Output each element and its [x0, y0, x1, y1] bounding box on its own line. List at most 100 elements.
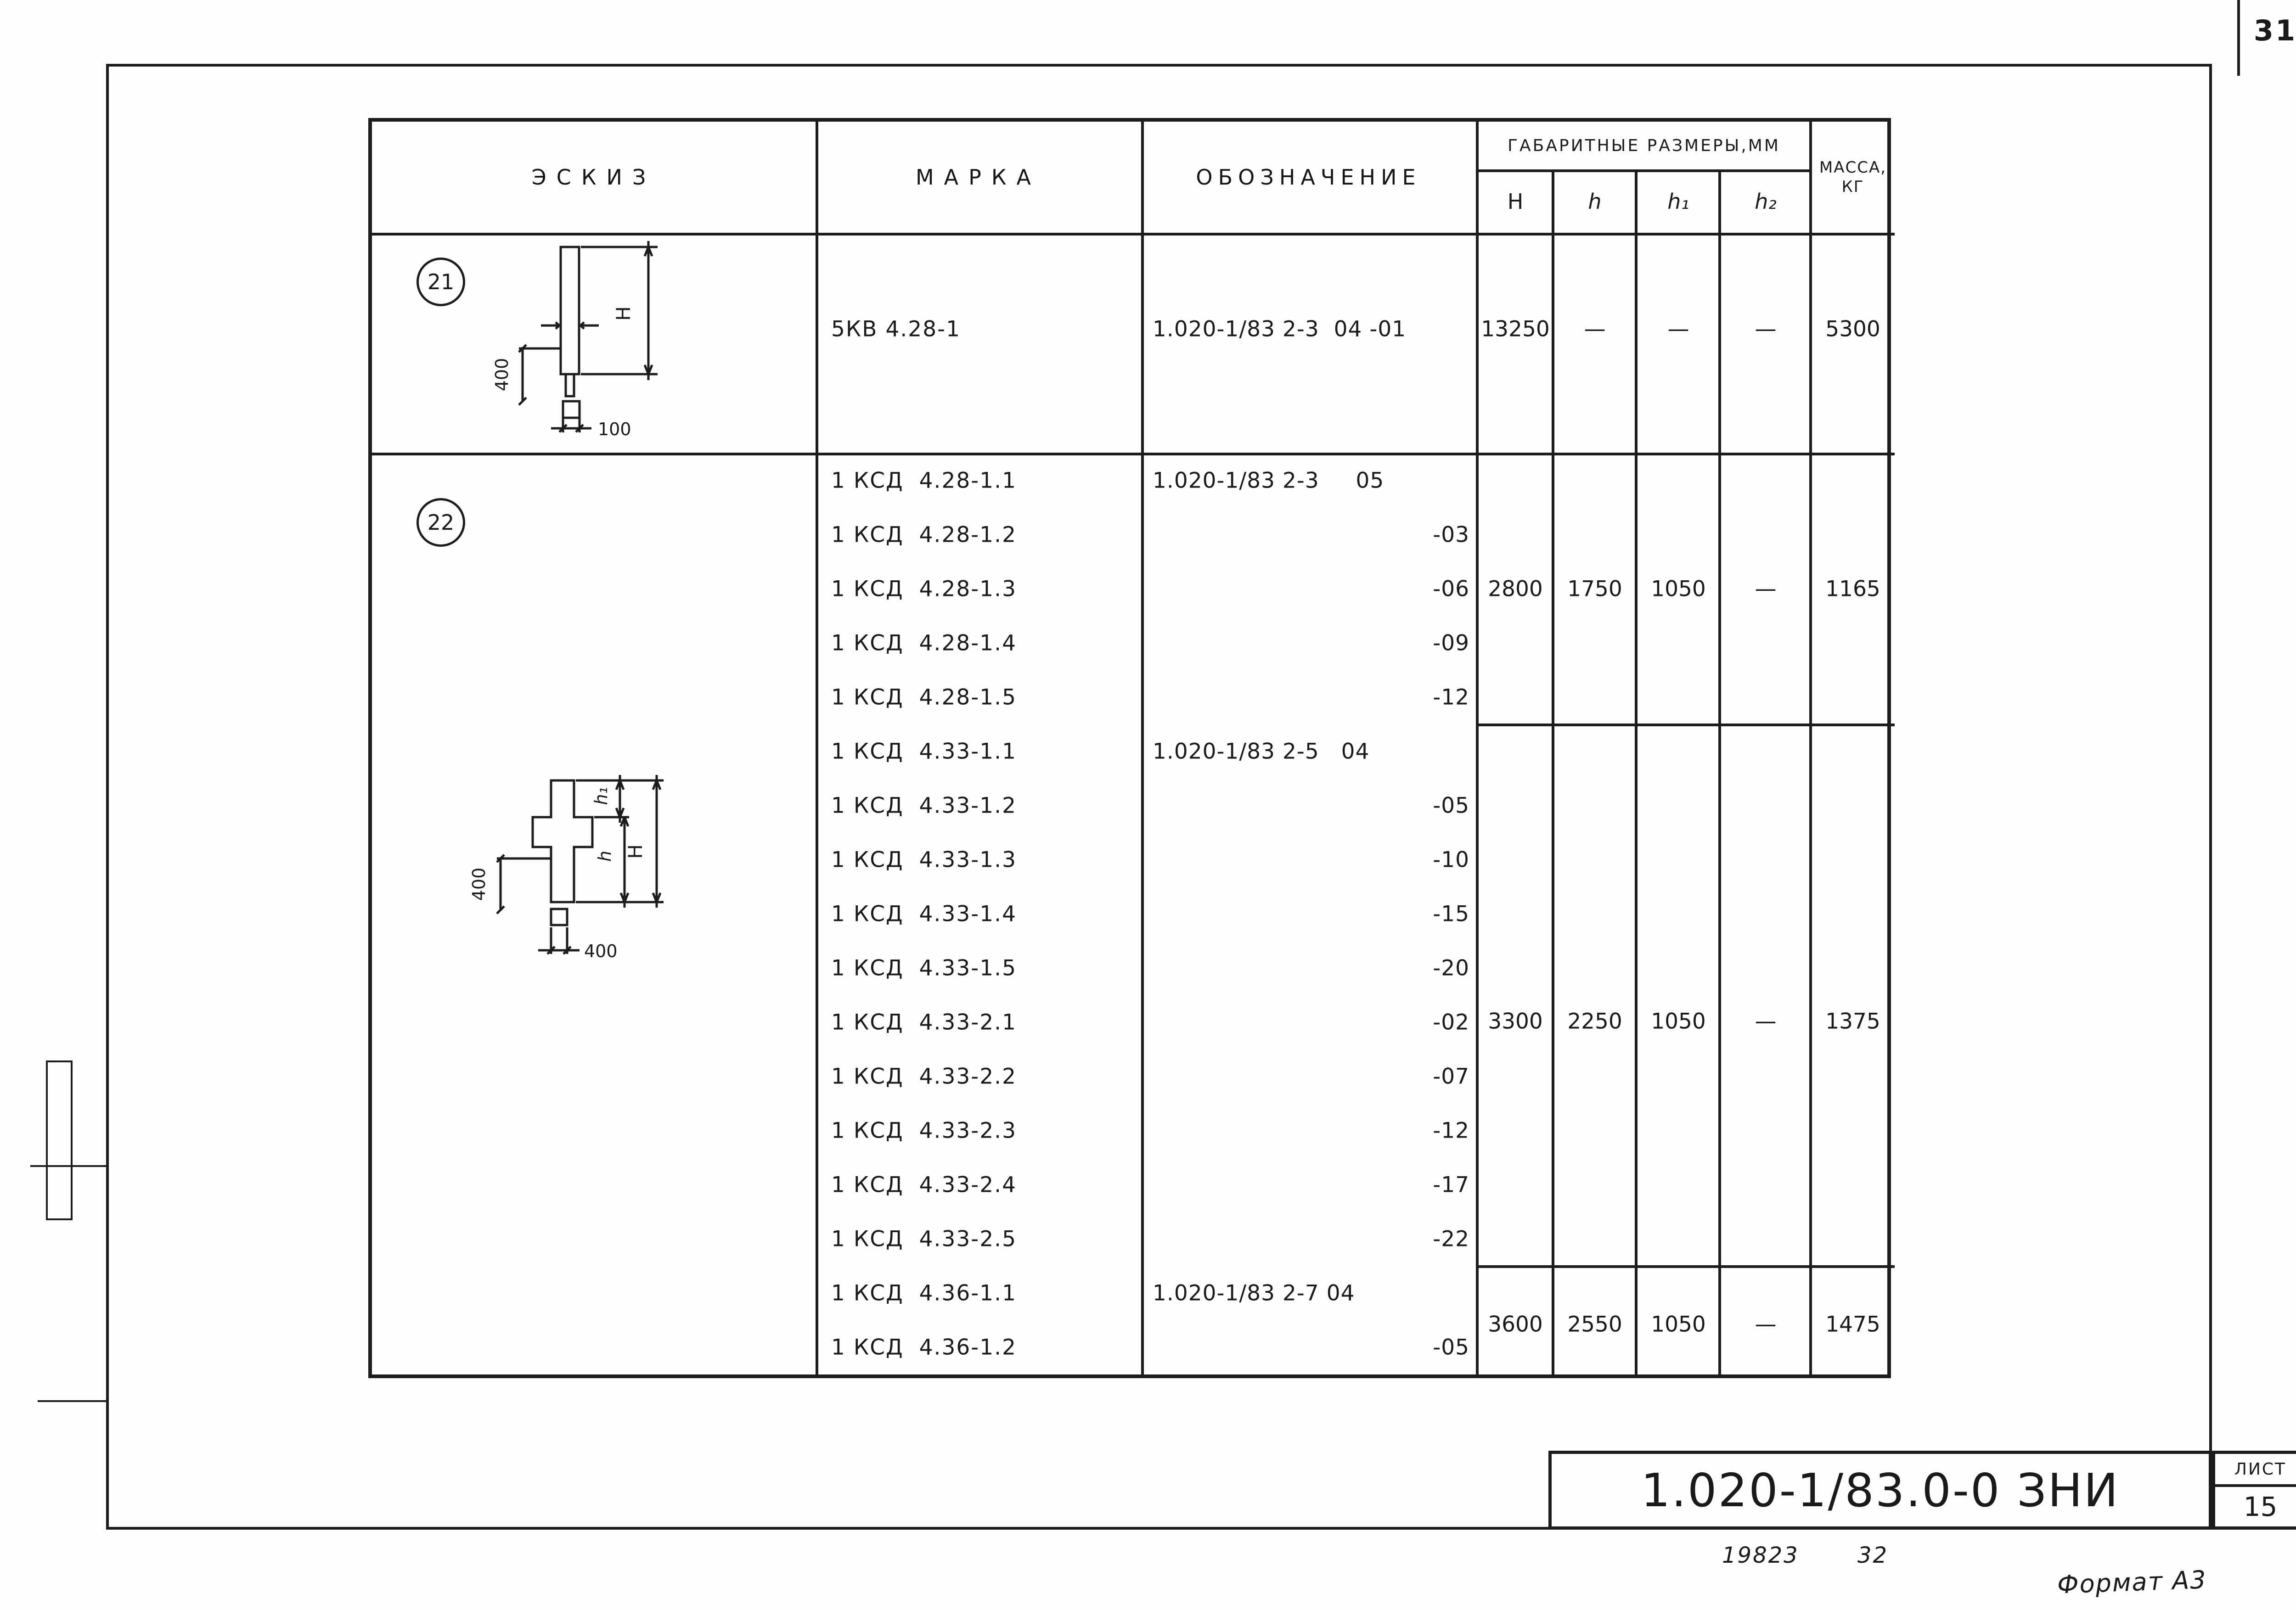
- mark-label: 1 КСД 4.33-2.2: [831, 1064, 1017, 1089]
- designation-label: -05: [1433, 793, 1469, 819]
- designation-label: -17: [1433, 1172, 1469, 1198]
- dim-h1-value: —: [1667, 316, 1689, 342]
- dim-h-value: —: [1584, 316, 1606, 342]
- table-row: 1 КСД 4.28-1.1 1.020-1/83 2-3 05: [372, 454, 1895, 508]
- dim-h1-value: 1050: [1651, 576, 1706, 602]
- sheet-number-block: ЛИСТ 15: [2212, 1451, 2296, 1530]
- dim-h2-value: —: [1755, 316, 1777, 342]
- drawing-frame: [106, 64, 2212, 1530]
- dim-label-100: 100: [598, 419, 631, 439]
- designation-label: -02: [1433, 1010, 1469, 1035]
- mark-label: 1 КСД 4.33-1.5: [831, 955, 1017, 981]
- main-table: ЭСКИЗ МАРКА ОБОЗНАЧЕНИЕ ГАБАРИТНЫЕ РАЗМЕ…: [368, 118, 1895, 1378]
- footer-number-right: 32: [1857, 1543, 1889, 1568]
- designation-label: 1.020-1/83 2-5 04: [1153, 739, 1370, 764]
- mark-label: 1 КСД 4.28-1.5: [831, 684, 1017, 710]
- table-row: 1 КСД 4.33-2.2 -07: [372, 1049, 1895, 1104]
- table-row: 1 КСД 4.33-2.1-02: [372, 995, 1895, 1049]
- title-block: 1.020-1/83.0-0 ЗНИ: [1548, 1451, 2212, 1530]
- designation-label: -15: [1433, 901, 1469, 927]
- mark-label: 1 КСД 4.36-1.1: [831, 1280, 1017, 1306]
- designation-label: -12: [1433, 684, 1469, 710]
- dim-h1-value: 1050: [1651, 1312, 1706, 1337]
- table-row: 1 КСД 4.33-2.4 -17: [372, 1158, 1895, 1212]
- dim-h2-value: —: [1755, 576, 1777, 602]
- header-dimensions-group: ГАБАРИТНЫЕ РАЗМЕРЫ,ММ: [1508, 136, 1780, 155]
- dim-H-value: 3300: [1488, 1009, 1543, 1034]
- designation-label: -05: [1433, 1335, 1469, 1360]
- sketch-number-badge: 22: [416, 498, 465, 547]
- table-row: 1 КСД 4.28-1.4 -09: [372, 616, 1895, 670]
- table-row: 1 КСД 4.28-1.2 -03: [372, 508, 1895, 562]
- table-row: 1 КСД 4.28-1.5 -12: [372, 670, 1895, 724]
- header-mass: МАССА, КГ: [1811, 122, 1895, 233]
- mark-label: 1 КСД 4.28-1.2: [831, 522, 1017, 548]
- mark-label: 1 КСД 4.36-1.2: [831, 1335, 1017, 1360]
- dim-h1-value: 1050: [1651, 1009, 1706, 1034]
- column-line: [1635, 169, 1638, 1374]
- dim-label-H: Н: [612, 306, 635, 321]
- subheader-line: [1476, 169, 1812, 172]
- mark-label: 1 КСД 4.33-2.4: [831, 1172, 1017, 1198]
- mark-label: 1 КСД 4.33-1.4: [831, 901, 1017, 927]
- designation-label: -06: [1433, 576, 1469, 602]
- dim-H-value: 2800: [1488, 576, 1543, 602]
- dim-label-h1: h₁: [591, 787, 611, 805]
- sheet-block-divider: [2215, 1484, 2296, 1487]
- dim-label-h: h: [595, 851, 615, 862]
- table-row: 1 КСД 4.33-1.3 -10: [372, 833, 1895, 887]
- mass-value: 1475: [1825, 1312, 1880, 1337]
- dim-label-400: 400: [492, 358, 512, 392]
- mass-value: 1165: [1825, 576, 1880, 602]
- header-mass-line2: КГ: [1841, 178, 1864, 196]
- column-sketch-21: Н 400 100: [492, 241, 658, 439]
- mark-label: 1 КСД 4.28-1.4: [831, 630, 1017, 656]
- dim-h-value: 2250: [1567, 1009, 1622, 1034]
- dim-label-400-bottom: 400: [584, 941, 618, 961]
- designation-label: -09: [1433, 630, 1469, 656]
- fold-mark: [38, 1400, 107, 1402]
- table-row: 1 КСД 4.33-1.4 -15: [372, 887, 1895, 941]
- header-sketch: ЭСКИЗ: [531, 165, 656, 190]
- dim-h-value: 2550: [1567, 1312, 1622, 1337]
- dim-label-400-left: 400: [469, 868, 489, 901]
- trim-mark-left: [2237, 0, 2240, 76]
- group-divider-line: [1476, 724, 1895, 726]
- designation-label: -03: [1433, 522, 1469, 548]
- header-designation: ОБОЗНАЧЕНИЕ: [1196, 165, 1421, 190]
- mark-label: 1 КСД 4.33-1.2: [831, 793, 1017, 819]
- sketch-number-badge: 21: [416, 258, 465, 306]
- dim-label-H: Н: [624, 844, 647, 859]
- fold-mark: [30, 1165, 106, 1167]
- designation-label: 1.020-1/83 2-3 05: [1153, 468, 1384, 494]
- header-bottom-line: [372, 233, 1895, 236]
- table-row: 1 КСД 4.28-1.3 -06: [372, 562, 1895, 616]
- designation-label: -10: [1433, 847, 1469, 873]
- table-row: 1 КСД 4.33-2.3-12: [372, 1104, 1895, 1158]
- mark-label: 1 КСД 4.28-1.3: [831, 576, 1017, 602]
- footer-number-left: 19823: [1722, 1543, 1799, 1568]
- sheet-value: 15: [2243, 1491, 2278, 1522]
- header-dim-h: h: [1588, 189, 1602, 214]
- dim-h2-value: —: [1755, 1009, 1777, 1034]
- format-note: Формат А3: [2057, 1565, 2207, 1599]
- mark-label: 1 КСД 4.33-1.3: [831, 847, 1017, 873]
- column-line: [1476, 122, 1479, 1374]
- mass-value: 5300: [1825, 316, 1880, 342]
- designation-label: -22: [1433, 1226, 1469, 1252]
- mass-value: 1375: [1825, 1009, 1880, 1034]
- table-row: 1 КСД 4.36-1.2 -05: [372, 1320, 1895, 1374]
- mark-label: 1 КСД 4.33-1.1: [831, 739, 1017, 764]
- mark-label: 1 КСД 4.33-2.5: [831, 1226, 1017, 1252]
- margin-stamp-strip: [46, 1060, 73, 1220]
- header-mass-line1: МАССА,: [1819, 158, 1887, 177]
- designation-label: -20: [1433, 955, 1469, 981]
- group-divider-line: [1476, 1265, 1895, 1268]
- header-dim-h2: h₂: [1755, 189, 1777, 214]
- dim-H-value: 3600: [1488, 1312, 1543, 1337]
- designation-label: -07: [1433, 1064, 1469, 1089]
- column-line: [1718, 169, 1721, 1374]
- mark-label: 1 КСД 4.28-1.1: [831, 468, 1017, 494]
